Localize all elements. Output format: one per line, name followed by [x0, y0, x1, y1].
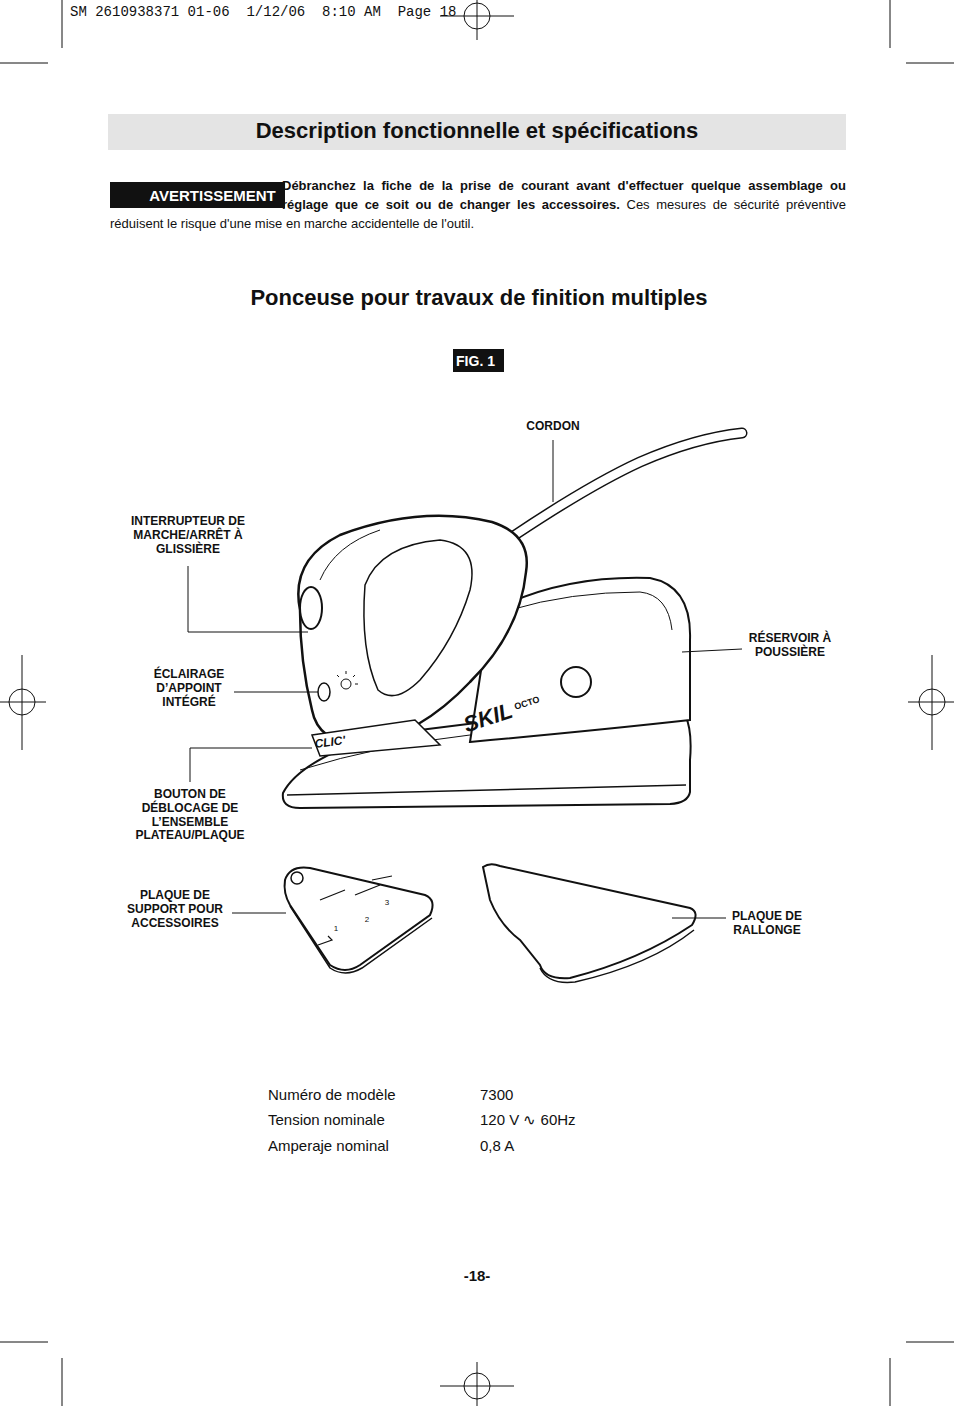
badge-text: AVERTISSEMENT [149, 187, 275, 204]
callout-label: ÉCLAIRAGE D’APPOINT INTÉGRÉ [139, 668, 239, 709]
plate-number: 3 [385, 898, 389, 907]
warning-badge: AVERTISSEMENT [110, 182, 285, 208]
callout-label: INTERRUPTEUR DE MARCHE/ARRÊT À GLISSIÈRE [122, 515, 254, 556]
callout-label: PLAQUE DE RALLONGE [722, 910, 812, 938]
callout-label: CORDON [526, 420, 579, 434]
badge-text: FIG. 1 [456, 353, 495, 369]
spec-cell: Tension nominale [268, 1111, 385, 1128]
plate-number: 1 [334, 924, 338, 933]
callout-label: BOUTON DE DÉBLOCAGE DE L’ENSEMBLE PLATEA… [129, 788, 251, 843]
spec-cell: Amperaje nominal [268, 1137, 389, 1154]
spec-cell: 7300 [480, 1086, 513, 1103]
spec-cell: 0,8 A [480, 1137, 514, 1154]
callout-label: RÉSERVOIR À POUSSIÈRE [740, 632, 840, 660]
print-header: SM 2610938371 01-06 1/12/06 8:10 AM Page… [70, 4, 456, 20]
section-title: Description fonctionnelle et spécificati… [256, 118, 699, 143]
spec-cell: Numéro de modèle [268, 1086, 396, 1103]
title-band [108, 114, 846, 150]
callout-label: PLAQUE DE SUPPORT POUR ACCESSOIRES [119, 889, 231, 930]
light-bulb-icon [337, 671, 358, 689]
spec-cell: 120 V ∿ 60Hz [480, 1111, 576, 1128]
plate-number: 2 [365, 915, 369, 924]
page-number: -18- [464, 1267, 491, 1284]
leader-lines [188, 440, 742, 918]
figure-title: Ponceuse pour travaux de finition multip… [250, 285, 707, 310]
warning-paragraph: Débranchez la fiche de la prise de coura… [110, 176, 846, 233]
figure-badge: FIG. 1 [453, 349, 504, 372]
